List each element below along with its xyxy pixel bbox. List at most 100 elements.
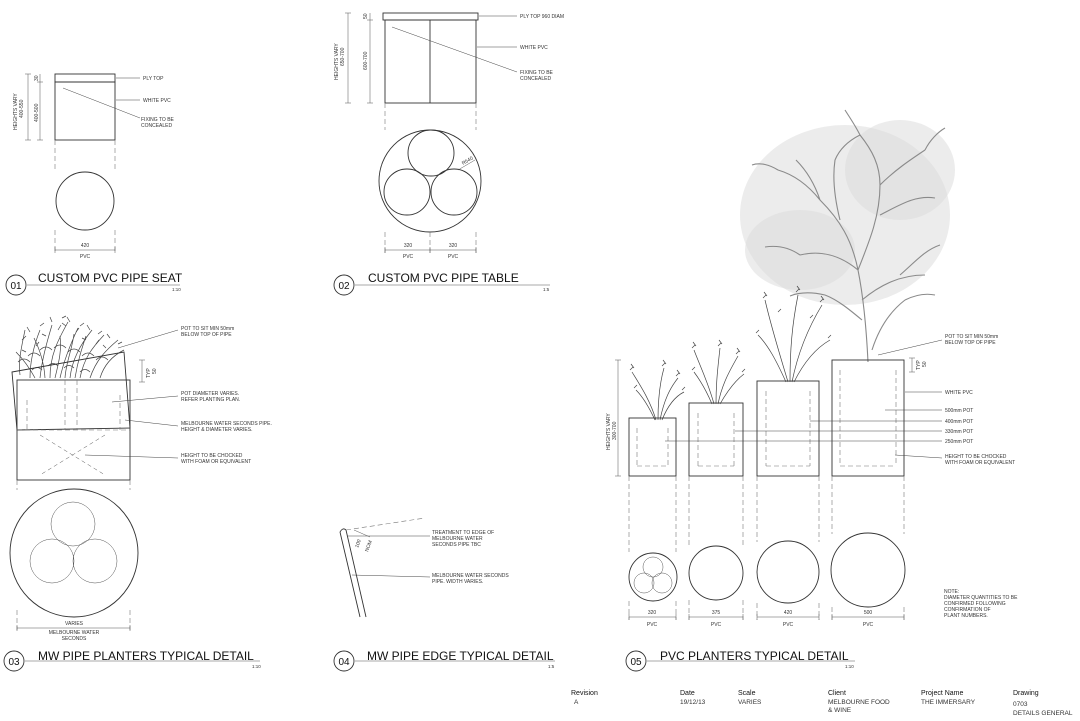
pvc-planter-320-body	[628, 417, 677, 477]
pvc-width-320: 320	[648, 610, 657, 616]
detail-05-title: PVC PLANTERS TYPICAL DETAIL	[660, 649, 849, 663]
detail-03-number-bubble	[3, 650, 25, 672]
tb-drawing-no: 0703	[1013, 701, 1028, 708]
pvc-material-1: PVC	[647, 622, 658, 628]
detail-01-number: 01	[10, 281, 22, 292]
table-height-sub: 600-700	[363, 51, 369, 70]
planter-03-top-val: 50	[152, 368, 158, 374]
seat-callout-white-pvc: WHITE PVC	[143, 98, 171, 104]
seat-width-dim: 420	[81, 243, 90, 249]
pvc-planter-375	[688, 339, 746, 601]
pvc-note-5: PLANT NUMBERS.	[944, 613, 988, 619]
tb-scale-label: Scale	[738, 690, 756, 697]
table-callout-fixing-1: FIXING TO BE	[520, 70, 554, 76]
pvc-planter-500-plan	[830, 532, 906, 608]
pvc-planter-320-plan	[628, 552, 678, 602]
tb-revision: A	[574, 699, 579, 706]
pvc-callout-500-pot: 500mm POT	[945, 408, 973, 414]
seat-callout-fixing-2: CONCEALED	[141, 123, 173, 129]
detail-01-title: CUSTOM PVC PIPE SEAT	[38, 271, 183, 285]
pvc-width-420: 420	[784, 610, 793, 616]
detail-04-number-bubble	[333, 650, 355, 672]
detail-03-title: MW PIPE PLANTERS TYPICAL DETAIL	[38, 649, 254, 663]
table-callout-white-pvc: WHITE PVC	[520, 45, 548, 51]
tb-revision-label: Revision	[571, 690, 598, 697]
seat-ply-top	[54, 73, 116, 83]
tb-date: 19/12/13	[680, 699, 706, 706]
seat-material: PVC	[80, 254, 91, 260]
planter-03-callout-4a: HEIGHT TO BE CHOCKED	[181, 453, 243, 459]
seat-height-label: HEIGHTS VARY	[13, 93, 19, 130]
planter-03-pot	[11, 351, 131, 431]
tb-project-label: Project Name	[921, 690, 964, 697]
pvc-planter-500	[830, 359, 906, 608]
table-material-left: PVC	[403, 254, 414, 260]
pvc-callout-330-pot: 330mm POT	[945, 429, 973, 435]
pvc-material-3: PVC	[783, 622, 794, 628]
table-width-right: 320	[449, 243, 458, 249]
tb-client-label: Client	[828, 690, 846, 697]
detail-02-pipe-table: R540 HEIGHTS VARY 650-700 600-700 50 320…	[333, 12, 564, 296]
pvc-callout-white-pvc: WHITE PVC	[945, 390, 973, 396]
table-pvc-body	[384, 19, 477, 104]
table-plan-outer	[378, 129, 482, 233]
detail-02-title: CUSTOM PVC PIPE TABLE	[368, 271, 519, 285]
pvc-top-label: TYP	[916, 360, 922, 370]
pvc-callout-chock-b: WITH FOAM OR EQUIVALENT	[945, 460, 1015, 466]
planter-03-plan-pot-2	[29, 538, 75, 584]
detail-03-mw-pipe-planters: TYP 50 VARIES MELBOURNE WATER SECONDS PO…	[3, 315, 272, 672]
tb-scale: VARIES	[738, 699, 762, 706]
pvc-material-4: PVC	[863, 622, 874, 628]
detail-05-number-bubble	[625, 650, 647, 672]
pipe-edge-callout-2a: MELBOURNE WATER SECONDS	[432, 573, 509, 579]
pvc-note-3: CONFIRMED FOLLOWING	[944, 601, 1006, 607]
table-height-label: HEIGHTS VARY	[334, 43, 340, 80]
tb-date-label: Date	[680, 690, 695, 697]
pvc-width-500: 500	[864, 610, 873, 616]
detail-04-number: 04	[338, 657, 350, 668]
table-ply-top	[382, 12, 479, 21]
pvc-planter-375-plan	[688, 545, 744, 601]
pvc-note-2: DIAMETER QUANTITIES TO BE	[944, 595, 1018, 601]
pvc-note-1: NOTE:	[944, 589, 959, 595]
table-plan-pipe-1	[407, 129, 455, 177]
table-top-dim: 50	[363, 13, 369, 19]
detail-02-number: 02	[338, 281, 350, 292]
planter-03-callout-3b: HEIGHT & DIAMETER VARIES.	[181, 427, 253, 433]
planter-03-width-dim: VARIES	[65, 621, 84, 627]
table-plan-pipe-2	[383, 168, 431, 216]
pvc-width-375: 375	[712, 610, 721, 616]
seat-pvc-body	[54, 81, 116, 141]
planter-03-plan-pot-3	[72, 538, 118, 584]
planter-03-material-2: SECONDS	[62, 636, 87, 642]
detail-01-pipe-seat: HEIGHTS VARY 400-550 400-500 30 420 PVC …	[5, 73, 183, 296]
planter-03-callout-3a: MELBOURNE WATER SECONDS PIPE.	[181, 421, 272, 427]
seat-top-dim: 30	[34, 75, 40, 81]
detail-05-number: 05	[630, 657, 642, 668]
planter-03-callout-2b: REFER PLANTING PLAN.	[181, 397, 240, 403]
pipe-edge-section	[339, 529, 367, 618]
table-callout-ply-top: PLY TOP 960 DIAM	[520, 14, 564, 20]
detail-04-mw-pipe-edge: 100 NOM TREATMENT TO EDGE OF MELBOURNE W…	[333, 517, 555, 672]
pipe-edge-dim: 100	[354, 539, 363, 549]
planter-03-callout-4b: WITH FOAM OR EQUIVALENT	[181, 459, 251, 465]
pvc-top-dim: 50	[922, 361, 928, 367]
planter-03-callout-2a: POT DIAMETER VARIES.	[181, 391, 239, 397]
pipe-edge-callout-1c: SECONDS PIPE TBC	[432, 542, 481, 548]
detail-05-scale: 1:10	[845, 664, 854, 669]
pipe-edge-dim-label: NOM	[364, 540, 374, 553]
title-block: Revision A Date 19/12/13 Scale VARIES Cl…	[571, 690, 1073, 717]
planter-03-material-1: MELBOURNE WATER	[49, 630, 100, 636]
seat-height-sub: 400-500	[34, 103, 40, 122]
detail-02-scale: 1:5	[543, 287, 550, 292]
pvc-callout-chock-a: HEIGHT TO BE CHOCKED	[945, 454, 1007, 460]
pvc-note-4: CONFIRMATION OF	[944, 607, 991, 613]
planter-03-plan-pot-1	[50, 501, 96, 547]
planter-03-callout-1a: POT TO SIT MIN 50mm	[181, 326, 234, 332]
planter-03-plan-outer	[9, 488, 139, 618]
detail-04-scale: 1:5	[548, 664, 555, 669]
tb-drawing-label: Drawing	[1013, 690, 1039, 697]
table-height-range: 650-700	[340, 47, 346, 66]
detail-05-pvc-planters: HEIGHTS VARY 300-700 TYP 50 320 375 420 …	[606, 109, 1018, 672]
